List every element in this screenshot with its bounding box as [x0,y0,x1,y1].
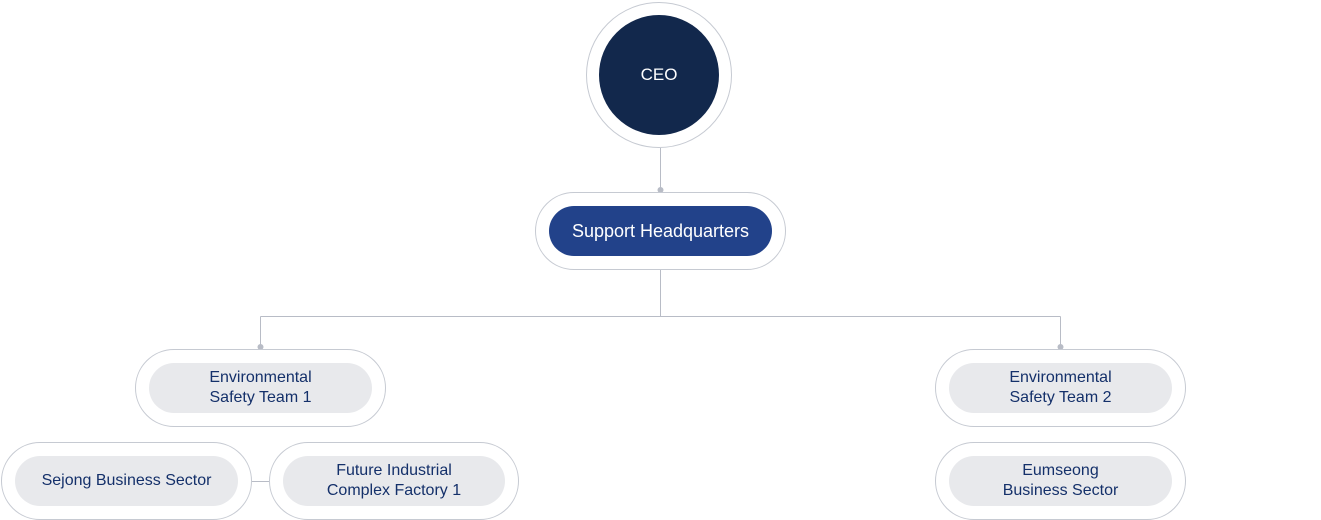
ceo-node: CEO [586,2,732,148]
environmental-safety-team-2-label: Environmental Safety Team 2 [949,363,1172,413]
connector-dot-team-1 [257,344,264,350]
eumseong-business-sector-node: Eumseong Business Sector [935,442,1186,520]
environmental-safety-team-2-node: Environmental Safety Team 2 [935,349,1186,427]
environmental-safety-team-1-label: Environmental Safety Team 1 [149,363,372,413]
future-industrial-complex-factory-node: Future Industrial Complex Factory 1 [269,442,519,520]
sejong-business-sector-node: Sejong Business Sector [1,442,252,520]
future-industrial-complex-factory-label: Future Industrial Complex Factory 1 [283,456,505,506]
eumseong-business-sector-label: Eumseong Business Sector [949,456,1172,506]
environmental-safety-team-1-node: Environmental Safety Team 1 [135,349,386,427]
support-headquarters-node: Support Headquarters [535,192,786,270]
ceo-label: CEO [599,15,719,135]
sejong-business-sector-label: Sejong Business Sector [15,456,238,506]
connector-dot-team-2 [1057,344,1064,350]
connector-dot-hq [657,187,664,193]
support-headquarters-label: Support Headquarters [549,206,772,256]
